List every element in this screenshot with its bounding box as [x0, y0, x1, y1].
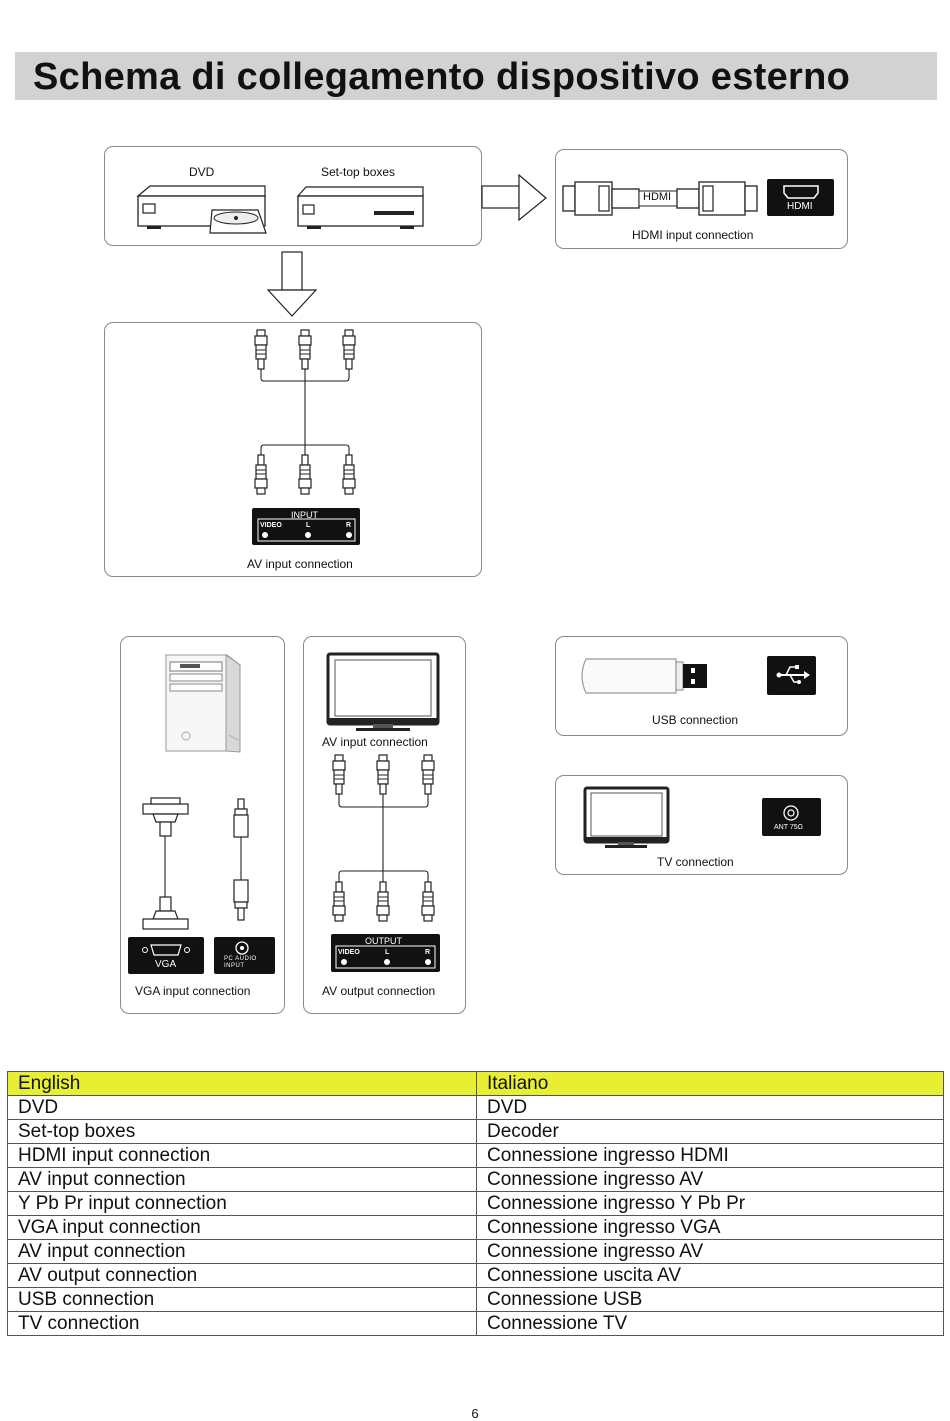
hdmi-cable-label: HDMI	[643, 191, 672, 203]
av-input-port-title: INPUT	[291, 510, 318, 520]
vga-cable-icon	[142, 797, 189, 930]
dvd-label: DVD	[189, 165, 215, 179]
vga-port-icon	[128, 937, 204, 974]
cell-italiano: Connessione ingresso AV	[476, 1167, 944, 1192]
cell-italiano: Decoder	[476, 1119, 944, 1144]
cell-english: USB connection	[7, 1287, 477, 1312]
cell-italiano: Connessione ingresso VGA	[476, 1215, 944, 1240]
cell-italiano: Connessione USB	[476, 1287, 944, 1312]
usb-stick-icon	[581, 658, 707, 694]
av-input-cable-icon	[254, 329, 356, 495]
arrow-down-icon	[266, 251, 318, 317]
cell-italiano: Connessione ingresso Y Pb Pr	[476, 1191, 944, 1216]
hdmi-caption: HDMI input connection	[632, 228, 754, 242]
cell-english: HDMI input connection	[7, 1143, 477, 1168]
cell-english: AV input connection	[7, 1239, 477, 1264]
pc-audio-cable-icon	[233, 798, 249, 921]
hdmi-cable-icon	[562, 181, 758, 216]
set-top-box-label: Set-top boxes	[321, 165, 396, 179]
cell-english: AV output connection	[7, 1263, 477, 1288]
cell-english: Y Pb Pr input connection	[7, 1191, 477, 1216]
tv-caption: TV connection	[657, 855, 734, 869]
cell-italiano: Connessione ingresso AV	[476, 1239, 944, 1264]
antenna-port-label: ANT 75Ω	[774, 824, 803, 831]
hdmi-port-label: HDMI	[787, 201, 813, 212]
connection-diagrams	[128, 173, 834, 974]
av-output-cable-icon	[332, 754, 435, 922]
antenna-port-icon	[762, 798, 821, 836]
av-input-port-l: L	[306, 522, 311, 529]
cell-italiano: Connessione ingresso HDMI	[476, 1143, 944, 1168]
av-output-caption: AV output connection	[322, 984, 436, 998]
av-input-port-r: R	[346, 522, 352, 529]
av-output-port-r: R	[425, 949, 431, 956]
usb-port-icon	[767, 656, 816, 695]
av-input-port-icon	[252, 508, 360, 545]
title-bar: Schema di collegamento dispositivo ester…	[15, 52, 937, 100]
cell-italiano: Connessione uscita AV	[476, 1263, 944, 1288]
cell-italiano: Connessione TV	[476, 1311, 944, 1336]
av-output-port-video: VIDEO	[338, 949, 360, 956]
av-output-port-title: OUTPUT	[365, 936, 402, 946]
cell-english: TV connection	[7, 1311, 477, 1336]
cell-italiano: DVD	[476, 1095, 944, 1120]
page-number: 6	[471, 1406, 479, 1421]
tv-av-input-label: AV input connection	[322, 735, 428, 749]
vga-caption: VGA input connection	[135, 984, 251, 998]
av-input-caption: AV input connection	[247, 557, 353, 571]
cell-english: AV input connection	[7, 1167, 477, 1192]
pc-audio-port-icon	[214, 937, 275, 974]
header-italiano: Italiano	[476, 1071, 944, 1096]
dvd-player-icon	[136, 185, 267, 234]
tv-monitor-icon	[326, 652, 440, 731]
cell-english: DVD	[7, 1095, 477, 1120]
av-output-port-l: L	[385, 949, 390, 956]
set-top-box-icon	[296, 186, 424, 229]
page-title: Schema di collegamento dispositivo ester…	[33, 56, 851, 98]
tv-icon	[583, 786, 670, 848]
pc-audio-port-label: PC AUDIO INPUT	[224, 956, 257, 969]
cell-english: VGA input connection	[7, 1215, 477, 1240]
av-output-port-icon	[331, 934, 440, 972]
hdmi-port-icon	[767, 179, 834, 216]
cell-english: Set-top boxes	[7, 1119, 477, 1144]
vga-port-label: VGA	[155, 959, 177, 970]
pc-tower-icon	[164, 654, 242, 753]
table-header-row: English Italiano	[7, 1071, 944, 1096]
header-english: English	[7, 1071, 477, 1096]
arrow-right-icon	[481, 173, 547, 222]
av-input-port-video: VIDEO	[260, 522, 282, 529]
usb-caption: USB connection	[652, 713, 739, 727]
